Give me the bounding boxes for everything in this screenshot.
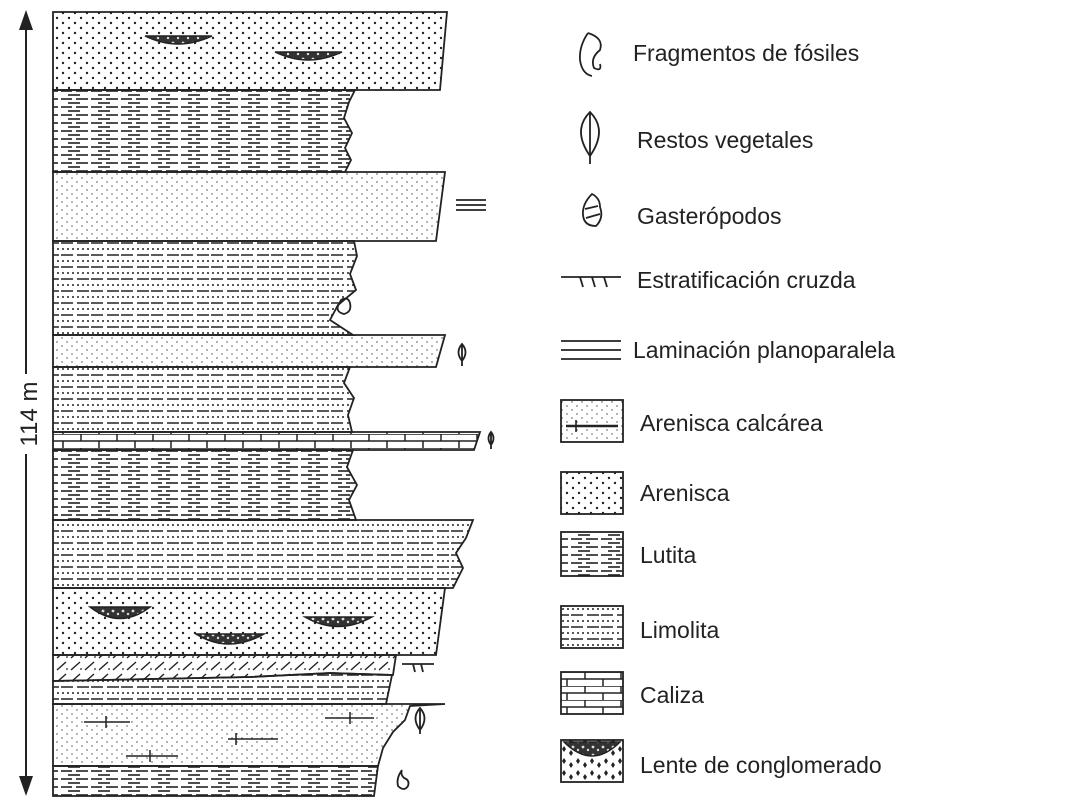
shale-swatch — [560, 531, 624, 577]
legend-label-fossil-fragments: Fragmentos de fósiles — [633, 40, 860, 66]
plant-remains-mark-icon — [457, 342, 467, 366]
legend-label-cross-stratification: Estratificación cruzda — [637, 267, 856, 293]
column-symbols — [336, 199, 495, 790]
gastropods-icon — [582, 192, 603, 227]
scale-arrow-bottom-icon — [19, 776, 33, 796]
legend-boxes — [560, 399, 624, 783]
limestone-swatch — [560, 671, 624, 715]
legend-symbols — [561, 32, 621, 360]
calcareous-sandstone-swatch — [560, 399, 624, 443]
planar-lamination-icon — [561, 340, 621, 360]
bed-shale-base — [52, 765, 380, 797]
calcareous-marks — [84, 712, 374, 762]
legend-label-limestone: Caliza — [640, 682, 704, 708]
legend-label-gastropods: Gasterópodos — [637, 203, 782, 229]
bed-sandstone-lenses — [52, 587, 447, 656]
thickness-label: 114 m — [16, 374, 44, 454]
bed-sandstone-top — [52, 11, 448, 91]
legend-label-sandstone: Arenisca — [640, 480, 730, 506]
bed-calcareous-sandstone-3 — [52, 703, 446, 767]
scale-arrow-top-icon — [19, 10, 33, 30]
gastropod-mark-icon — [336, 297, 352, 315]
legend-label-conglomerate-lens: Lente de conglomerado — [640, 752, 882, 778]
fossil-fragments-mark-icon — [396, 769, 410, 790]
fossil-fragments-icon — [579, 32, 602, 77]
legend-label-plant-remains: Restos vegetales — [637, 127, 814, 153]
cross-stratification-mark-icon — [402, 663, 434, 673]
legend-label-shale: Lutita — [640, 542, 697, 568]
plant-remains-mark-icon-3 — [414, 706, 426, 734]
cross-stratification-icon — [561, 276, 621, 288]
legend-label-planar-lamination: Laminación planoparalela — [633, 337, 896, 363]
bed-siltstone-1 — [52, 240, 358, 336]
siltstone-swatch — [560, 605, 624, 649]
plant-remains-mark-icon-2 — [487, 430, 495, 449]
sandstone-swatch — [560, 471, 624, 515]
stratigraphic-column — [52, 11, 482, 797]
legend-label-siltstone: Limolita — [640, 617, 720, 643]
plant-remains-icon — [580, 110, 600, 164]
bed-limestone — [52, 431, 482, 451]
bed-shale-siltstone-1 — [52, 89, 357, 173]
bed-calcareous-sandstone-1 — [52, 171, 447, 242]
bed-siltstone-3 — [52, 519, 475, 589]
planar-lamination-mark-icon — [456, 199, 486, 211]
conglomerate-lenses — [87, 35, 375, 645]
bed-calcareous-sandstone-2 — [52, 334, 447, 368]
legend-label-calcareous-sandstone: Arenisca calcárea — [640, 410, 823, 436]
bed-siltstone-2 — [52, 366, 355, 433]
bed-shale-1 — [52, 449, 359, 521]
